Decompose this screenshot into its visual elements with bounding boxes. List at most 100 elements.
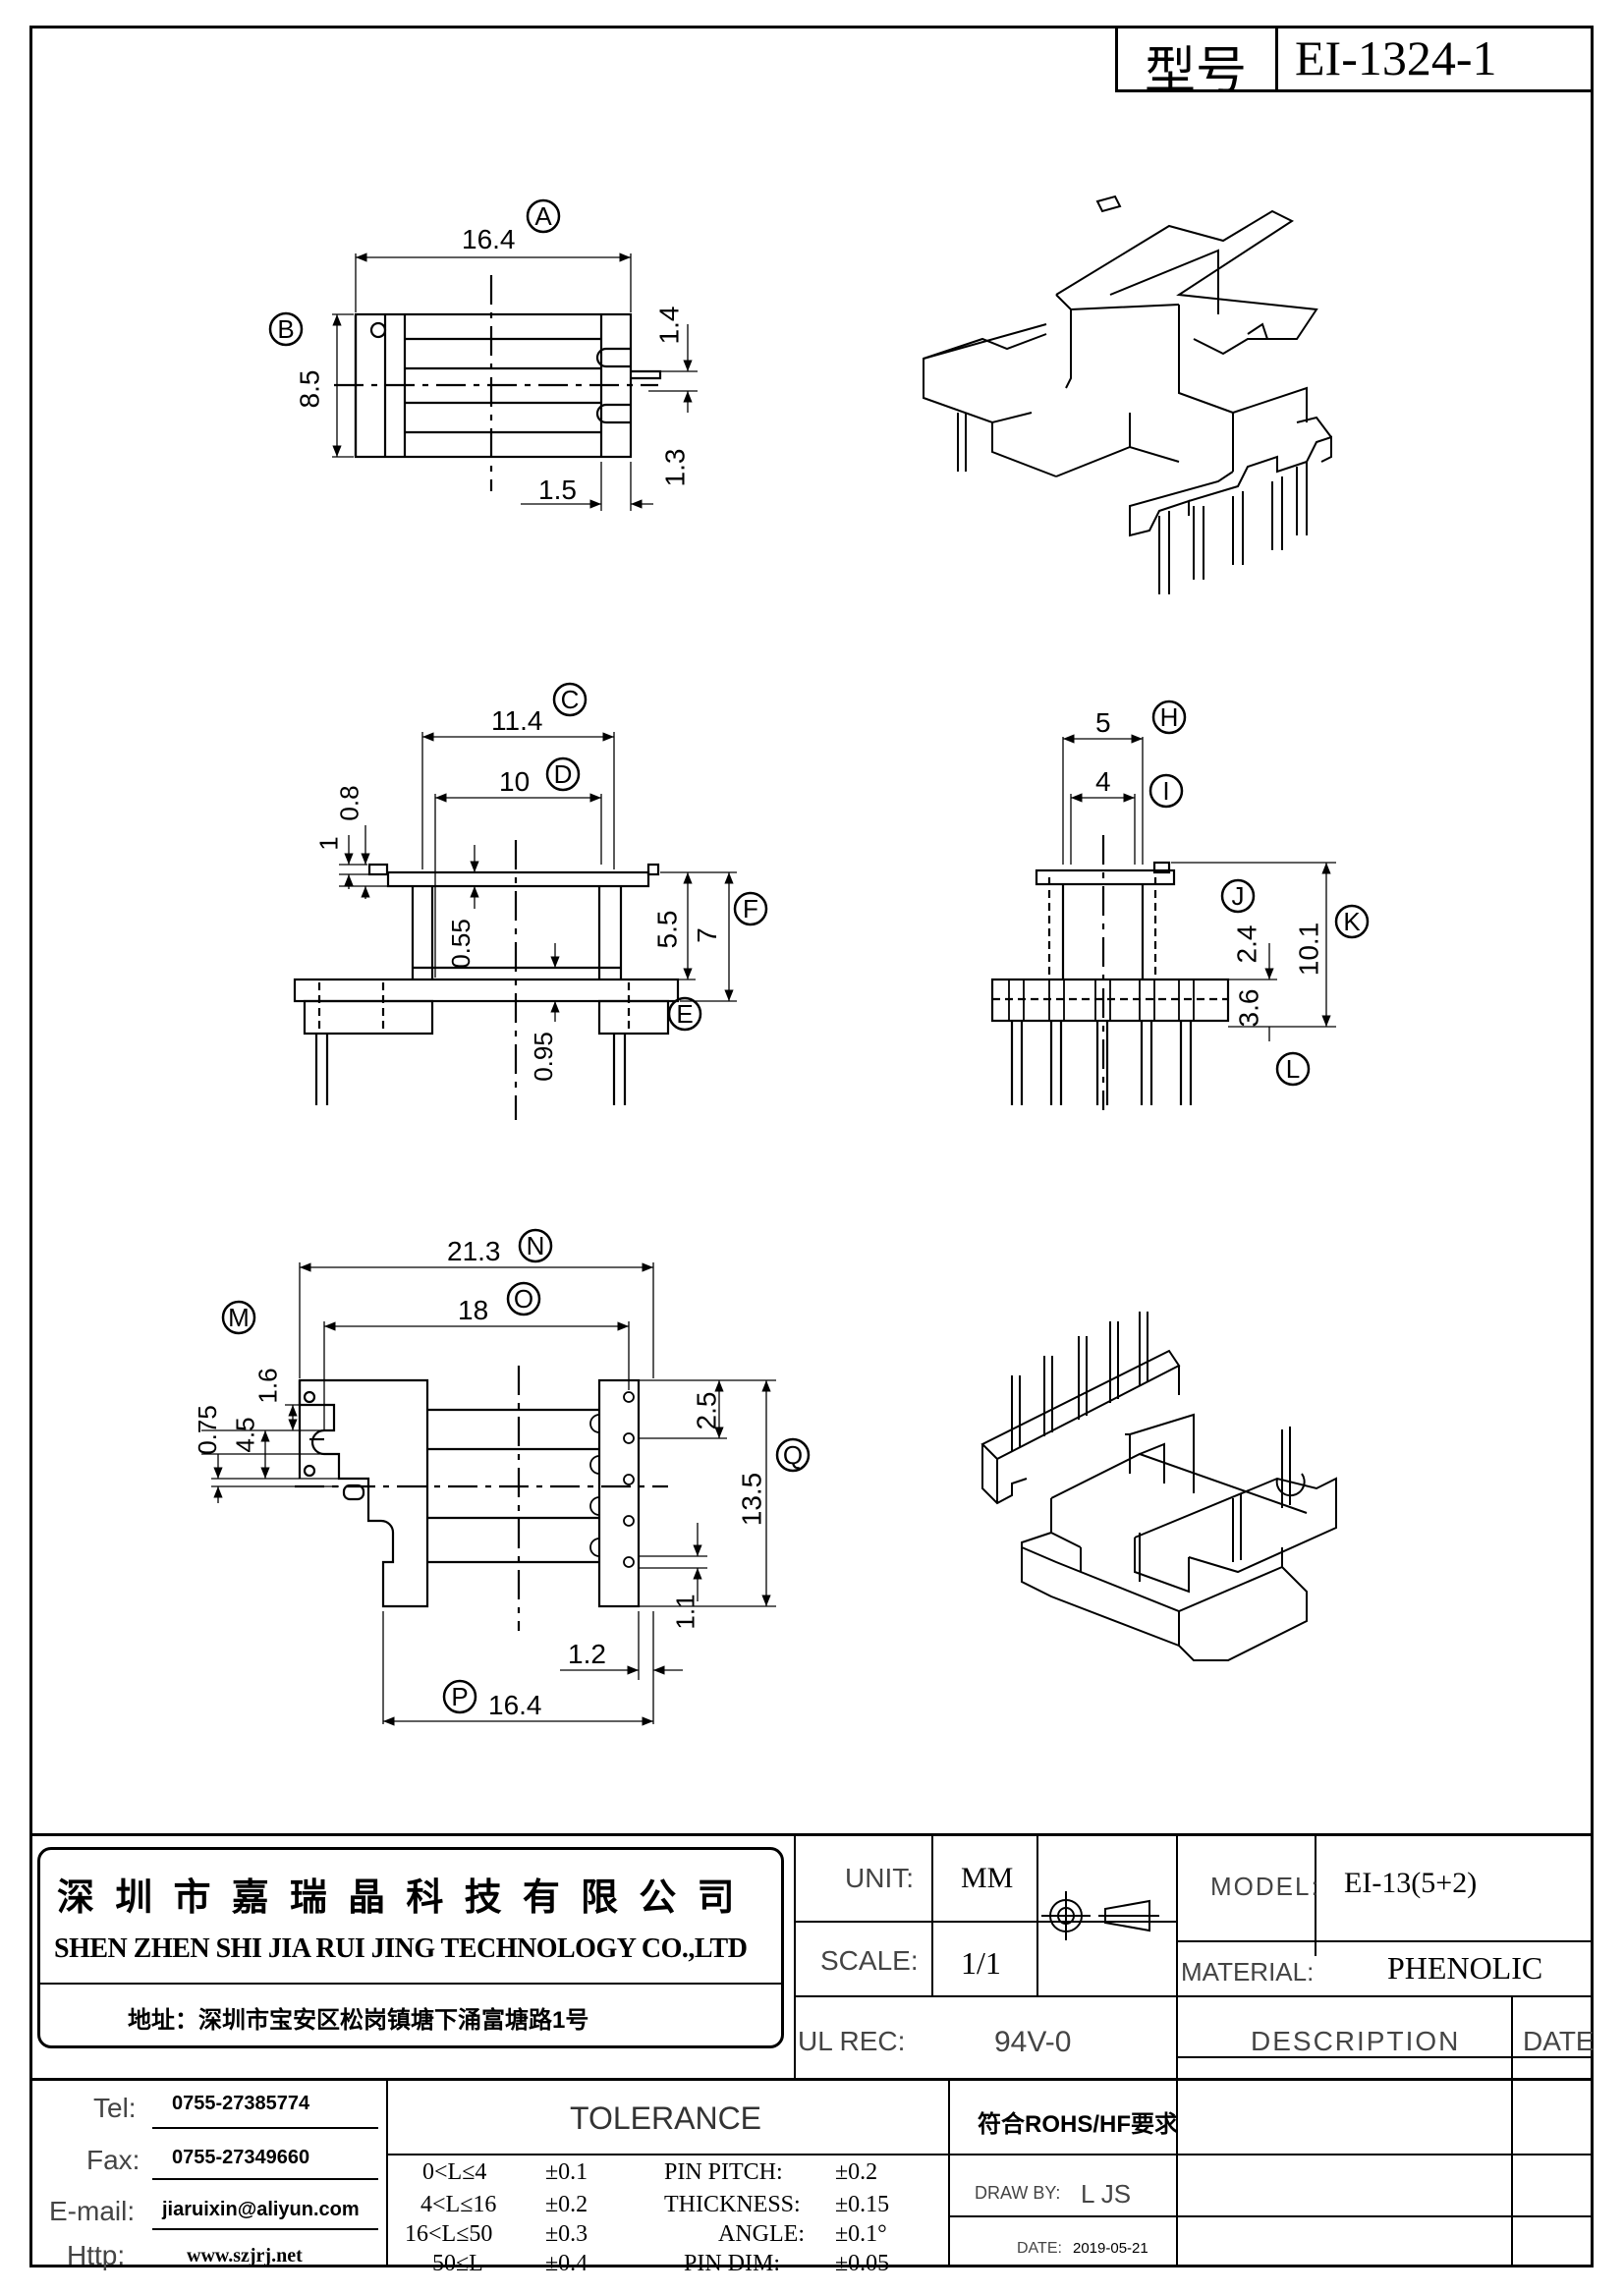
company-name-cn: 深 圳 市 嘉 瑞 晶 科 技 有 限 公 司 bbox=[57, 1875, 739, 1919]
company-box bbox=[37, 1847, 784, 2048]
scale-label: SCALE: bbox=[820, 1945, 919, 1976]
tolerance-item-value: ±0.15 bbox=[835, 2192, 890, 2217]
callout-circle-O bbox=[506, 1281, 541, 1316]
dim-q3-value: 1.2 bbox=[568, 1639, 606, 1669]
callout-circle-E bbox=[667, 996, 702, 1032]
draw-by-label: DRAW BY: bbox=[975, 2183, 1061, 2203]
tolerance-range: 16<L≤50 bbox=[405, 2221, 493, 2247]
iso-view-top bbox=[923, 195, 1332, 594]
callout-letter-N: N bbox=[527, 1231, 545, 1260]
tb-vline-8 bbox=[948, 2078, 950, 2267]
top-view bbox=[332, 252, 698, 511]
dim-P-value: 16.4 bbox=[488, 1690, 542, 1720]
tel-value: 0755-27385774 bbox=[172, 2093, 310, 2114]
tolerance-value: ±0.3 bbox=[545, 2221, 588, 2247]
dim-D-value: 10 bbox=[499, 766, 531, 797]
callout-circle-D bbox=[545, 756, 581, 792]
callout-letter-C: C bbox=[561, 685, 580, 714]
dim-h2-value: 1.3 bbox=[659, 448, 691, 487]
material-label: MATERIAL: bbox=[1181, 1957, 1315, 1987]
dim-O-value: 18 bbox=[458, 1295, 489, 1325]
tb-hline-2 bbox=[1176, 1940, 1594, 1942]
dim-I-value: 4 bbox=[1095, 766, 1111, 797]
tb-hline-6 bbox=[948, 2154, 1594, 2155]
tolerance-item: ANGLE: bbox=[718, 2221, 805, 2247]
callout-circle-A bbox=[526, 198, 561, 234]
callout-circle-B bbox=[268, 311, 304, 347]
model-header-divider bbox=[1275, 26, 1278, 90]
callout-letter-F: F bbox=[743, 894, 758, 924]
tolerance-item-value: ±0.2 bbox=[835, 2159, 878, 2185]
tb-vline-6 bbox=[1511, 1995, 1513, 2267]
callout-circle-C bbox=[552, 682, 588, 717]
dim-t2-value: 0.8 bbox=[334, 785, 364, 821]
model-header-box bbox=[1115, 26, 1594, 92]
unit-value: MM bbox=[961, 1862, 1014, 1894]
tolerance-value: ±0.2 bbox=[545, 2192, 588, 2217]
tb-vline-1 bbox=[794, 1833, 796, 2079]
dim-H-value: 5 bbox=[1095, 707, 1111, 738]
tb-vline-9 bbox=[1036, 1833, 1038, 1922]
company-address: 地址：深圳市宝安区松岗镇塘下涌富塘路1号 bbox=[128, 2007, 589, 2034]
dim-Q-value: 13.5 bbox=[736, 1472, 767, 1527]
http-label: Http: bbox=[67, 2240, 126, 2270]
model-header-value: EI-1324-1 bbox=[1295, 30, 1497, 85]
tolerance-item-value: ±0.1° bbox=[835, 2221, 887, 2247]
tb-vline-2 bbox=[931, 1833, 933, 1995]
dim-h1-value: 1.4 bbox=[653, 306, 685, 345]
callout-circle-Q bbox=[775, 1437, 811, 1473]
tb-vline-7 bbox=[386, 2078, 388, 2267]
tel-label: Tel: bbox=[93, 2093, 137, 2123]
tolerance-value: ±0.1 bbox=[545, 2159, 588, 2185]
email-value: jiaruixin@aliyun.com bbox=[162, 2199, 360, 2220]
date-label: DATE: bbox=[1017, 2240, 1062, 2257]
model-value: EI-13(5+2) bbox=[1344, 1867, 1478, 1899]
dim-M1-value: 1.6 bbox=[252, 1368, 283, 1404]
callout-circle-N bbox=[518, 1228, 553, 1263]
callout-letter-J: J bbox=[1232, 881, 1245, 911]
date-value: 2019-05-21 bbox=[1073, 2240, 1148, 2257]
material-value: PHENOLIC bbox=[1387, 1950, 1543, 1986]
tolerance-title: TOLERANCE bbox=[570, 2100, 762, 2136]
dim-t3-value: 0.55 bbox=[445, 919, 476, 969]
dim-q1-value: 2.5 bbox=[691, 1391, 722, 1430]
callout-letter-Q: Q bbox=[783, 1440, 803, 1470]
callout-letter-H: H bbox=[1160, 702, 1179, 732]
ul-label: UL REC: bbox=[798, 2026, 906, 2056]
company-box-divider bbox=[37, 1983, 784, 1985]
callout-letter-L: L bbox=[1286, 1054, 1300, 1084]
dim-t4-value: 0.95 bbox=[528, 1032, 558, 1082]
fax-value: 0755-27349660 bbox=[172, 2147, 310, 2168]
company-name-en: SHEN ZHEN SHI JIA RUI JING TECHNOLOGY CO… bbox=[54, 1933, 748, 1964]
http-value: www.szjrj.net bbox=[187, 2245, 303, 2267]
dim-A-value: 16.4 bbox=[462, 224, 516, 254]
callout-circle-I bbox=[1148, 773, 1184, 809]
tolerance-range: 50≤L bbox=[432, 2251, 483, 2276]
scale-value: 1/1 bbox=[961, 1945, 1001, 1981]
dim-F2-value: 7 bbox=[691, 927, 722, 943]
callout-circle-F bbox=[733, 891, 768, 926]
dim-q2-value: 1.1 bbox=[670, 1594, 700, 1630]
tolerance-item: PIN PITCH: bbox=[664, 2159, 783, 2185]
tolerance-range: 4<L≤16 bbox=[420, 2192, 497, 2217]
tb-hline-3 bbox=[794, 1995, 1594, 1997]
callout-letter-A: A bbox=[534, 201, 552, 231]
callout-circle-K bbox=[1334, 904, 1370, 939]
front-view bbox=[293, 732, 737, 1120]
tolerance-item: PIN DIM: bbox=[684, 2251, 781, 2276]
draw-by-value: L JS bbox=[1081, 2179, 1132, 2209]
email-underline bbox=[152, 2228, 378, 2230]
tolerance-range: 0<L≤4 bbox=[422, 2159, 487, 2185]
side-view bbox=[990, 734, 1336, 1110]
tb-hline-4 bbox=[1176, 2056, 1594, 2058]
bottom-view bbox=[201, 1262, 776, 1726]
tb-vline-4 bbox=[1176, 1833, 1178, 2267]
callout-circle-L bbox=[1275, 1051, 1311, 1087]
tb-hline-5 bbox=[29, 2078, 1594, 2081]
callout-letter-P: P bbox=[451, 1682, 468, 1711]
dim-F1-value: 5.5 bbox=[651, 910, 683, 949]
tb-vline-5 bbox=[1315, 1833, 1316, 1956]
dim-L-value: 3.6 bbox=[1233, 988, 1264, 1028]
callout-circle-H bbox=[1151, 700, 1187, 735]
